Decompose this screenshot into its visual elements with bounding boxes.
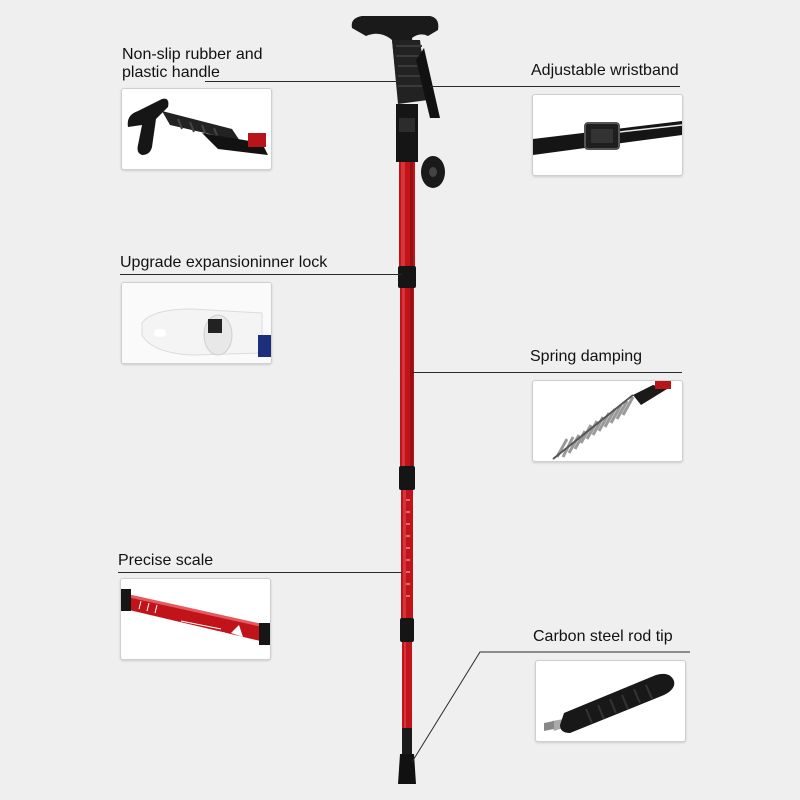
- expansion-lock-closeup-image: [121, 282, 272, 364]
- strap-buckle-closeup-image: [532, 94, 683, 176]
- spring-closeup-image: [532, 380, 683, 462]
- feature-label-handle: Non-slip rubber and plastic handle: [122, 46, 263, 81]
- handle-closeup-image: [121, 88, 272, 170]
- feature-label-wristband: Adjustable wristband: [531, 62, 679, 79]
- callout-line-lock: [120, 274, 402, 275]
- callout-line-wristband: [430, 86, 680, 87]
- callout-line-spring: [412, 372, 682, 373]
- rod-tip-closeup-image: [535, 660, 686, 742]
- feature-label-spring: Spring damping: [530, 348, 643, 365]
- feature-label-scale: Precise scale: [118, 552, 214, 569]
- feature-label-lock: Upgrade expansioninner lock: [120, 254, 328, 271]
- callout-line-handle: [205, 81, 400, 82]
- feature-label-tip: Carbon steel rod tip: [533, 628, 673, 645]
- callout-line-scale: [118, 572, 402, 573]
- scale-markings-closeup-image: [120, 578, 271, 660]
